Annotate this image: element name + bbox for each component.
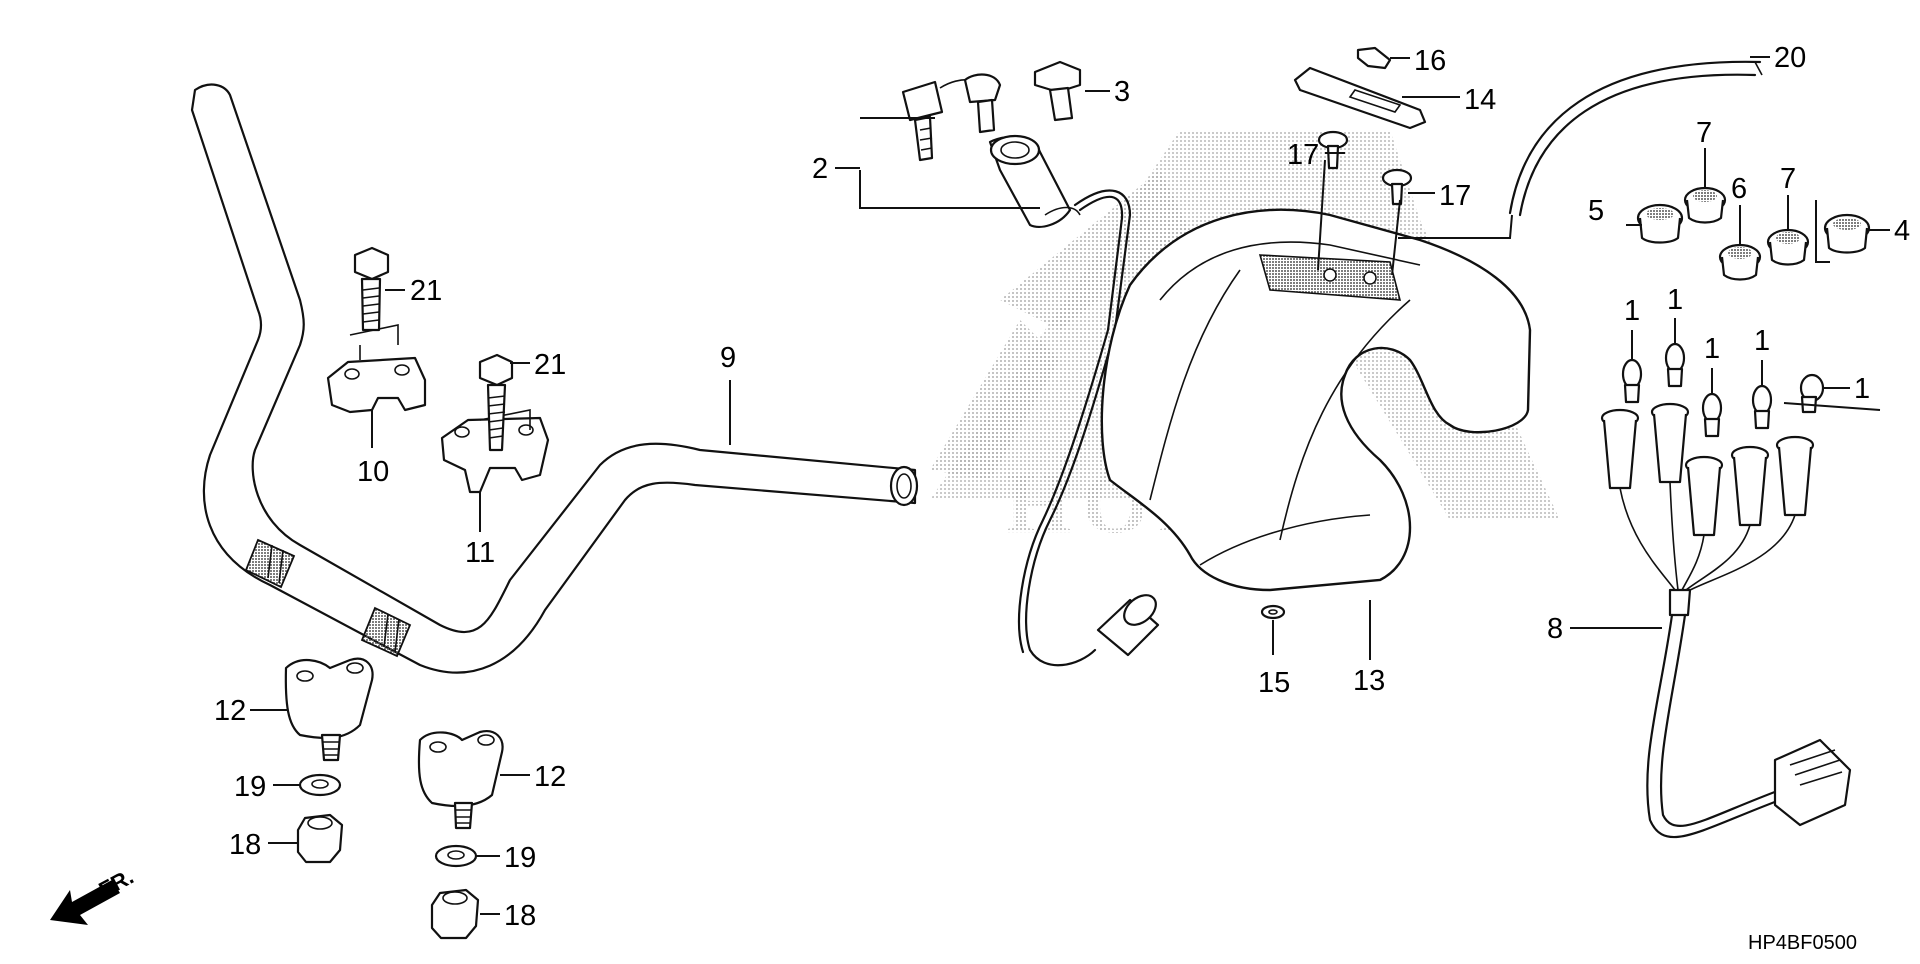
label-14: 14 [1464,84,1496,116]
socket [1600,408,1640,490]
label-1-d: 1 [1754,325,1770,357]
label-1-a: 1 [1624,295,1640,327]
label-1-b: 1 [1667,284,1683,316]
part-labels: 2 3 16 14 17 17 20 13 15 9 21 21 10 11 1… [214,42,1910,932]
label-20: 20 [1774,42,1806,74]
label-12-right: 12 [534,761,566,793]
bulb [1621,358,1643,404]
bulb [1701,392,1723,438]
handlebar [190,83,919,674]
label-7-lower: 7 [1780,163,1796,195]
label-8: 8 [1547,613,1563,645]
clip-3 [1033,60,1082,122]
screw-17-right [1381,168,1413,206]
label-5: 5 [1588,195,1604,227]
bulb [1751,384,1773,430]
grommet-7-lower [1766,228,1810,266]
lid-14 [1293,66,1427,130]
knurl-right [360,606,412,658]
label-21-upper: 21 [410,275,442,307]
knurl-left [244,538,296,589]
socket [1775,435,1815,517]
label-1-c: 1 [1704,333,1720,365]
label-12-left: 12 [214,695,246,727]
ignition-wire [1017,189,1160,667]
label-17-right: 17 [1439,180,1471,212]
screw-17-left [1317,130,1349,170]
label-9: 9 [720,342,736,374]
label-7-upper: 7 [1696,117,1712,149]
tube-20 [1508,60,1763,217]
grommet-4 [1823,213,1871,254]
grommet-7-upper [1683,186,1727,224]
lower-holder-12-right [417,730,504,830]
handle-cover [1100,208,1532,592]
lower-holder-12-left [284,657,374,762]
label-21-lower: 21 [534,349,566,381]
label-13: 13 [1353,665,1385,697]
label-19-right: 19 [504,842,536,874]
socket [1730,445,1770,527]
label-19-left: 19 [234,771,266,803]
label-17-left: 17 [1287,139,1319,171]
label-18-right: 18 [504,900,536,932]
ignition-key-set [901,73,1081,228]
washer-15 [1260,604,1286,620]
leader-lines [250,56,1890,915]
nut-18-left [296,813,344,864]
label-2: 2 [812,153,828,185]
label-18-left: 18 [229,829,261,861]
label-6: 6 [1731,173,1747,205]
label-10: 10 [357,456,389,488]
nut-clip-16 [1356,46,1392,70]
drawing-code: HP4BF0500 [1748,932,1857,954]
bolt-21-upper [353,246,390,332]
washer-19-left [298,773,342,797]
bulbs-1 [1621,342,1825,438]
grommet-6 [1718,243,1762,281]
label-15: 15 [1258,667,1290,699]
socket [1650,402,1690,484]
upper-holder-11 [440,409,550,494]
label-4: 4 [1894,215,1910,247]
bolt-21-lower [478,353,514,452]
socket [1684,455,1724,537]
light-harness [1600,402,1852,838]
front-direction-arrow: FR. [50,864,138,925]
label-11: 11 [465,537,495,569]
grommet-5 [1636,203,1684,244]
upper-holder-10 [326,324,427,414]
label-16: 16 [1414,45,1446,77]
bulb [1664,342,1686,388]
washer-19-right [434,844,478,868]
label-3: 3 [1114,76,1130,108]
label-1-e: 1 [1854,373,1870,405]
nut-18-right [430,888,480,940]
